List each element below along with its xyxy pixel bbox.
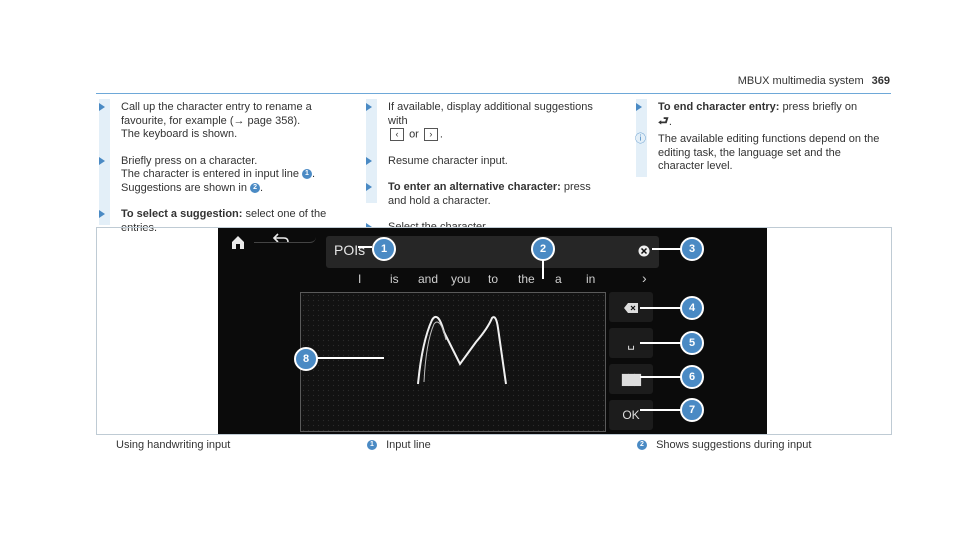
step-item: Call up the character entry to rename a … xyxy=(99,101,339,142)
step-text: press and hold a character. xyxy=(388,181,591,207)
step-text: Resume character input. xyxy=(388,154,508,167)
instructions-column-1: Call up the character entry to rename a … xyxy=(99,101,339,248)
step-arrow-icon xyxy=(99,156,105,165)
callout-line xyxy=(316,357,384,359)
number-badge-icon: 2 xyxy=(637,440,647,451)
caption-text: Input line xyxy=(386,439,431,451)
suggestion-item[interactable]: in xyxy=(586,272,596,286)
callout-8: 8 xyxy=(294,347,318,371)
step-item: Resume character input. xyxy=(366,155,611,169)
page-reference-link[interactable]: → page 358 xyxy=(233,114,294,127)
suggestion-item[interactable]: a xyxy=(555,272,562,286)
number-badge-icon: 1 xyxy=(302,169,312,180)
step-arrow-icon xyxy=(636,103,642,111)
topbar-tab xyxy=(254,228,316,243)
suggestion-item[interactable]: I xyxy=(358,272,362,286)
header-title: MBUX multimedia system xyxy=(737,75,864,87)
step-text: Call up the character entry to rename a … xyxy=(121,101,312,127)
back-icon[interactable] xyxy=(272,232,290,246)
step-text: If available, display additional suggest… xyxy=(388,101,593,127)
step-arrow-icon xyxy=(366,156,372,165)
handwriting-screen: POIs I is and you to the a in › ␣ ███ OK… xyxy=(218,228,767,434)
space-icon: ␣ xyxy=(627,336,635,350)
figure-frame xyxy=(96,227,892,435)
callout-line xyxy=(640,307,682,309)
step-heading: To end character entry: xyxy=(658,101,780,113)
suggestion-item[interactable]: is xyxy=(390,272,399,286)
suggestion-item[interactable]: to xyxy=(488,272,499,286)
info-text: The available editing functions depend o… xyxy=(658,133,880,172)
column-bar xyxy=(636,99,647,177)
step-arrow-icon xyxy=(366,103,372,111)
step-text: select one of the entries. xyxy=(121,208,327,234)
step-item: To enter an alternative character: press… xyxy=(366,181,611,208)
callout-3: 3 xyxy=(680,237,704,261)
callout-line xyxy=(542,259,544,279)
step-item: To select a suggestion: select one of th… xyxy=(99,208,339,235)
step-item: If available, display additional suggest… xyxy=(366,101,611,142)
page-header: MBUX multimedia system 369 xyxy=(738,75,890,87)
step-item: Briefly press on a character. The charac… xyxy=(99,155,339,196)
figure-caption: Using handwriting input xyxy=(116,439,231,451)
home-icon[interactable] xyxy=(230,234,246,250)
callout-6: 6 xyxy=(680,365,704,389)
suggestion-list: I is and you to the a in xyxy=(358,272,657,288)
page-number: 369 xyxy=(871,75,890,87)
enter-key-icon: ⮐ xyxy=(658,113,669,128)
handwriting-pad[interactable] xyxy=(300,292,606,432)
callout-2: 2 xyxy=(531,237,555,261)
suggestion-item[interactable]: you xyxy=(451,272,471,286)
step-text: ). xyxy=(293,114,301,127)
step-heading: To enter an alternative character: xyxy=(388,181,561,194)
step-arrow-icon xyxy=(366,183,372,192)
step-heading: To select a suggestion: xyxy=(121,208,243,220)
step-arrow-icon xyxy=(99,210,105,218)
input-text: POIs xyxy=(334,242,366,258)
info-item: ⓘ The available editing functions depend… xyxy=(635,133,881,174)
chevron-right-icon: › xyxy=(423,128,438,141)
info-icon: ⓘ xyxy=(635,133,646,145)
caption-item-1: 1 Input line xyxy=(367,439,431,451)
instructions-column-2: If available, display additional suggest… xyxy=(366,101,611,248)
more-suggestions-chevron-icon[interactable]: › xyxy=(642,270,647,286)
handwritten-stroke xyxy=(417,316,507,385)
ok-button[interactable]: OK xyxy=(609,400,653,430)
chevron-left-icon: ‹ xyxy=(390,128,404,141)
callout-line xyxy=(358,246,372,248)
callout-4: 4 xyxy=(680,296,704,320)
suggestion-item[interactable]: and xyxy=(418,272,439,286)
step-text: Briefly press on a character. xyxy=(121,154,258,167)
callout-line xyxy=(640,376,682,378)
backspace-icon xyxy=(624,302,638,313)
keyboard-button[interactable]: ███ xyxy=(609,364,653,394)
column-bar xyxy=(366,99,377,203)
suggestion-item[interactable]: the xyxy=(518,272,535,286)
number-badge-icon: 1 xyxy=(367,440,377,451)
step-result-text: The keyboard is shown. xyxy=(121,128,238,140)
header-rule xyxy=(96,93,891,94)
callout-line xyxy=(640,409,682,411)
callout-5: 5 xyxy=(680,331,704,355)
step-result-text: The character is entered in input line xyxy=(121,168,302,180)
caption-text: Shows suggestions during input xyxy=(656,439,812,451)
step-item: To end character entry: press briefly on… xyxy=(636,101,881,129)
step-text: or xyxy=(409,128,419,141)
caption-item-2: 2 Shows suggestions during input xyxy=(637,439,811,451)
callout-7: 7 xyxy=(680,398,704,422)
clear-icon[interactable] xyxy=(638,245,650,257)
callout-line xyxy=(652,248,682,250)
callout-line xyxy=(640,342,682,344)
callout-1: 1 xyxy=(372,237,396,261)
instructions-column-3: To end character entry: press briefly on… xyxy=(635,101,881,187)
step-arrow-icon xyxy=(99,103,105,111)
step-result-text: Suggestions are shown in xyxy=(121,181,251,194)
number-badge-icon: 2 xyxy=(250,182,261,193)
step-text: press briefly on xyxy=(779,101,858,113)
keyboard-icon: ███ xyxy=(621,375,641,386)
